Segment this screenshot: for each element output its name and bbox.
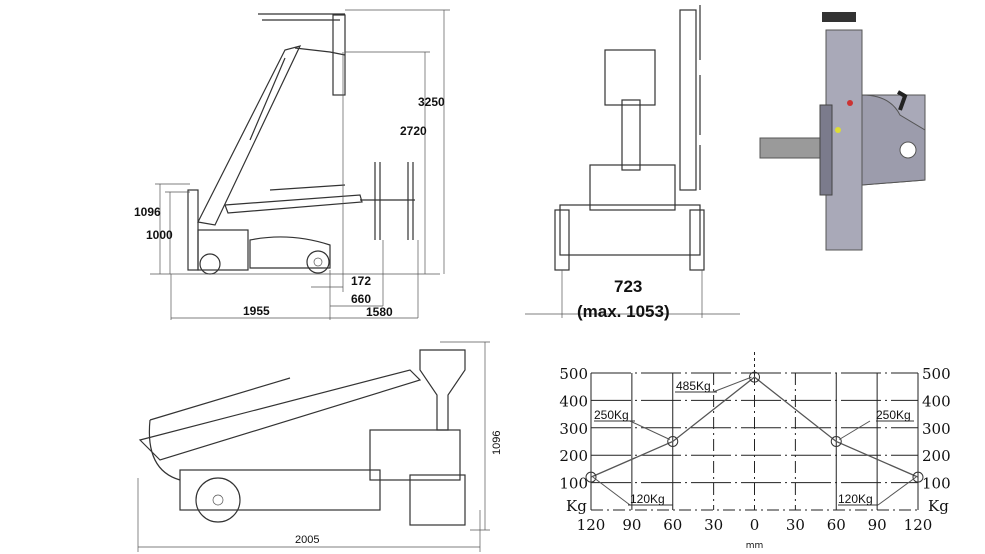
compact-front-wheel xyxy=(195,477,241,523)
annotation-label: 485Kg xyxy=(676,379,711,393)
annotation-leader xyxy=(712,376,752,393)
annotation-label: 250Kg xyxy=(594,408,629,422)
dim-1000: 1000 xyxy=(146,228,173,242)
folded-boom xyxy=(138,369,422,461)
compact-wheel-hub xyxy=(212,494,224,506)
dim-2720: 2720 xyxy=(400,124,427,138)
data-point xyxy=(667,436,679,447)
dim-172: 172 xyxy=(351,274,371,288)
detail-hole xyxy=(899,141,917,159)
x-tick-label: 0 xyxy=(750,516,760,534)
lowered-cylinder xyxy=(269,184,346,191)
x-tick-label: 30 xyxy=(704,516,723,534)
annotation-label: 250Kg xyxy=(876,408,911,422)
x-tick-label: 90 xyxy=(868,516,887,534)
suction-frames-lowered xyxy=(374,162,414,240)
x-tick-label: 60 xyxy=(827,516,846,534)
detail-lever xyxy=(897,90,908,111)
compact-suction-head xyxy=(419,349,466,431)
compact-height: 1096 xyxy=(491,431,503,455)
suction-frame-raised xyxy=(332,14,346,96)
data-point xyxy=(749,371,760,383)
annotation-leader xyxy=(838,420,871,440)
y-tick-label-right: 500 xyxy=(922,365,951,383)
load-line xyxy=(590,376,919,478)
front-wheel xyxy=(306,250,330,274)
annotation-leader xyxy=(592,476,631,506)
detail-bracket xyxy=(861,94,926,186)
y-tick-label-right: 100 xyxy=(922,475,951,493)
dim-1955: 1955 xyxy=(243,304,270,318)
x-axis-label: mm xyxy=(746,541,764,551)
front-suction-frame xyxy=(679,9,697,191)
detail-red-marker xyxy=(847,100,853,106)
dim-1580: 1580 xyxy=(366,305,393,319)
front-wheel-hub xyxy=(313,257,323,267)
side-dimension-lines xyxy=(150,9,450,320)
y-tick-label-left: 200 xyxy=(559,447,588,465)
top-suction-cups xyxy=(258,13,345,21)
detail-flange xyxy=(819,104,833,196)
compact-length: 2005 xyxy=(295,534,319,546)
dim-3250: 3250 xyxy=(418,95,445,109)
front-width: 723 xyxy=(614,277,642,296)
boom-cylinder xyxy=(249,57,286,141)
side-view-drawing: 3250 2720 1096 1000 172 660 1955 1580 xyxy=(134,9,450,320)
dim-660: 660 xyxy=(351,292,371,306)
annotation-leader xyxy=(877,476,917,506)
y-tick-label-left: 500 xyxy=(559,365,588,383)
x-tick-label: 120 xyxy=(577,516,606,534)
y-tick-label-right: 400 xyxy=(922,392,951,410)
x-tick-label: 120 xyxy=(904,516,933,534)
y-axis-label-right: Kg xyxy=(928,497,949,515)
detail-top-knob xyxy=(822,12,856,22)
data-point xyxy=(912,471,924,483)
compact-control-box xyxy=(369,429,461,481)
y-axis-label-left: Kg xyxy=(566,497,587,515)
x-tick-label: 30 xyxy=(786,516,805,534)
data-point xyxy=(585,471,597,483)
compact-chassis xyxy=(179,469,381,511)
front-mast xyxy=(621,99,641,171)
detail-yellow-marker xyxy=(835,127,841,133)
front-view-drawing: 723 (max. 1053) xyxy=(525,5,740,321)
front-width-max: (max. 1053) xyxy=(577,302,670,321)
front-chassis xyxy=(559,204,701,256)
y-tick-label-right: 300 xyxy=(922,420,951,438)
dim-1096: 1096 xyxy=(134,205,161,219)
boom-head xyxy=(294,47,346,56)
rear-handle-post xyxy=(187,189,199,271)
y-tick-label-left: 300 xyxy=(559,420,588,438)
y-tick-label-left: 100 xyxy=(559,475,588,493)
rear-wheel xyxy=(199,253,221,275)
front-left-wheel xyxy=(554,209,570,271)
rear-housing xyxy=(197,229,249,271)
y-tick-label-right: 200 xyxy=(922,447,951,465)
x-tick-label: 90 xyxy=(622,516,641,534)
rotation-head-detail xyxy=(759,12,926,251)
lowered-boom xyxy=(224,194,363,214)
compact-rear-end xyxy=(148,419,181,481)
raised-boom xyxy=(197,45,302,226)
front-right-wheel xyxy=(689,209,705,271)
front-head xyxy=(604,49,656,106)
annotation-leader xyxy=(629,420,670,440)
front-battery-box xyxy=(589,164,676,211)
annotation-label: 120Kg xyxy=(838,492,873,506)
compact-dimension-lines xyxy=(137,341,490,552)
front-dimension-lines xyxy=(525,270,740,318)
chassis-body xyxy=(249,236,331,269)
annotation-label: 120Kg xyxy=(630,492,665,506)
y-tick-label-left: 400 xyxy=(559,392,588,410)
data-point xyxy=(830,436,842,447)
detail-shaft xyxy=(759,137,823,159)
compact-view-drawing: 2005 1096 xyxy=(137,341,503,552)
compact-drive-unit xyxy=(409,474,466,526)
folded-cylinder xyxy=(149,377,291,421)
x-tick-label: 60 xyxy=(663,516,682,534)
